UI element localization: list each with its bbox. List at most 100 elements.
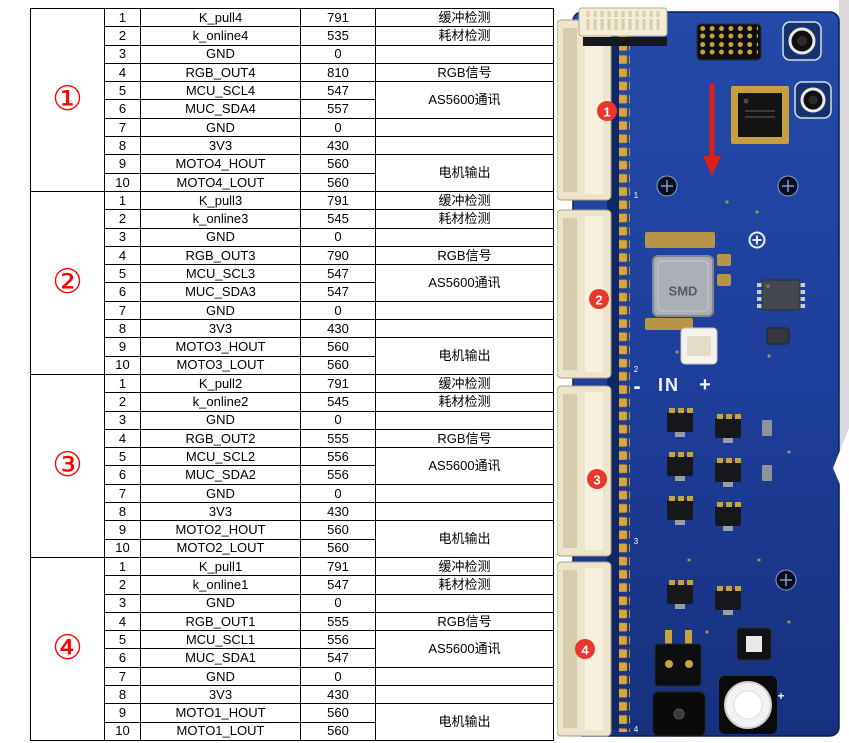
pin-cell: 9 — [104, 703, 141, 723]
pin-cell: 2 — [104, 209, 141, 229]
value-cell: 547 — [300, 282, 376, 302]
desc-cell: RGB信号 — [375, 611, 554, 632]
name-cell: GND — [140, 117, 301, 138]
svg-text:3: 3 — [593, 473, 600, 488]
pin-cell: 8 — [104, 684, 141, 705]
board-edge-notch — [833, 428, 849, 506]
vias — [675, 200, 791, 634]
pin-cell: 10 — [104, 355, 141, 375]
mcu-chip — [731, 86, 789, 144]
name-cell: MCU_SCL3 — [140, 264, 301, 284]
value-cell: 791 — [300, 7, 376, 28]
pin-cell: 2 — [104, 26, 141, 46]
ceramic-component — [680, 327, 718, 365]
pin-cell: 6 — [104, 465, 141, 485]
value-cell: 556 — [300, 465, 376, 485]
buzzer — [652, 691, 706, 737]
smd-inductor — [652, 255, 714, 317]
value-cell: 545 — [300, 209, 376, 229]
value-cell: 545 — [300, 392, 376, 412]
plus-mark: + — [699, 374, 711, 396]
value-cell: 790 — [300, 245, 376, 266]
pin-cell: 6 — [104, 282, 141, 302]
value-cell: 791 — [300, 556, 376, 577]
name-cell: RGB_OUT4 — [140, 62, 301, 83]
name-cell: K_pull4 — [140, 7, 301, 28]
svg-text:2: 2 — [595, 293, 602, 308]
minus-mark: - — [633, 374, 640, 399]
name-cell: k_online2 — [140, 392, 301, 412]
value-cell: 560 — [300, 703, 376, 723]
pin-cell: 2 — [104, 392, 141, 412]
name-cell: GND — [140, 227, 301, 247]
pin-cell: 7 — [104, 300, 141, 321]
group-label: ④ — [30, 556, 105, 741]
smd-label: SMD — [669, 284, 698, 299]
name-cell: MOTO4_HOUT — [140, 154, 301, 174]
group-label: ③ — [30, 373, 105, 558]
desc-cell: 电机输出 — [375, 337, 554, 375]
name-cell: GND — [140, 593, 301, 613]
pin-cell: 6 — [104, 648, 141, 668]
value-cell: 0 — [300, 44, 376, 64]
tact-switch — [736, 627, 772, 661]
svg-text:3: 3 — [634, 537, 639, 546]
value-cell: 0 — [300, 300, 376, 321]
desc-cell — [375, 117, 554, 138]
value-cell: 791 — [300, 190, 376, 211]
desc-cell: 电机输出 — [375, 703, 554, 741]
desc-cell: AS5600通讯 — [375, 630, 554, 668]
desc-cell — [375, 502, 554, 522]
value-cell: 0 — [300, 666, 376, 686]
desc-cell: 耗材检测 — [375, 26, 554, 46]
pin-header — [696, 23, 762, 61]
svg-text:2: 2 — [634, 365, 639, 374]
name-cell: MOTO2_HOUT — [140, 520, 301, 540]
name-cell: K_pull1 — [140, 556, 301, 577]
desc-cell: 耗材检测 — [375, 209, 554, 229]
svg-text:1: 1 — [603, 105, 610, 120]
pin-cell: 3 — [104, 593, 141, 613]
desc-cell: 电机输出 — [375, 154, 554, 192]
pin-cell: 1 — [104, 556, 141, 577]
value-cell: 0 — [300, 410, 376, 430]
pin-cell: 7 — [104, 117, 141, 138]
name-cell: k_online1 — [140, 575, 301, 595]
power-silkscreen: - IN + — [633, 374, 711, 399]
value-cell: 555 — [300, 611, 376, 632]
pin-cell: 4 — [104, 428, 141, 449]
value-cell: 560 — [300, 355, 376, 375]
group-label: ② — [30, 190, 105, 375]
desc-cell — [375, 136, 554, 156]
value-cell: 430 — [300, 684, 376, 705]
desc-cell — [375, 319, 554, 339]
name-cell: k_online4 — [140, 26, 301, 46]
value-cell: 560 — [300, 154, 376, 174]
name-cell: MOTO1_HOUT — [140, 703, 301, 723]
name-cell: RGB_OUT1 — [140, 611, 301, 632]
value-cell: 0 — [300, 593, 376, 613]
desc-cell — [375, 593, 554, 613]
desc-cell — [375, 684, 554, 705]
value-cell: 557 — [300, 99, 376, 119]
small-ic — [766, 327, 790, 345]
pin-cell: 4 — [104, 62, 141, 83]
value-cell: 560 — [300, 337, 376, 357]
reset-button — [719, 676, 777, 734]
pin-cell: 10 — [104, 538, 141, 558]
name-cell: MOTO3_LOUT — [140, 355, 301, 375]
marker-3: 3 — [587, 469, 607, 489]
pin-cell: 7 — [104, 666, 141, 686]
